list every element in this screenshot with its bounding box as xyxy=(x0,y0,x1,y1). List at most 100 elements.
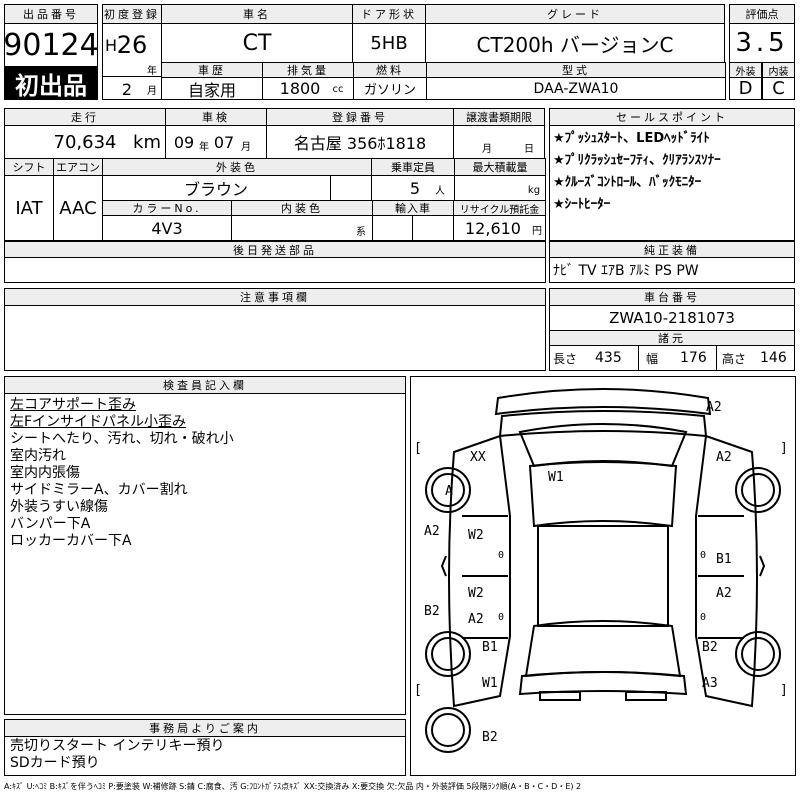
displacement-label: 排気量 xyxy=(262,62,354,78)
score-label: 評価点 xyxy=(729,4,795,24)
mark-b1-right: B1 xyxy=(716,552,732,567)
inspector-notes: 左コアサポート歪み 左Fインサイドパネル小歪み シートへたり、汚れ、切れ・破れ小… xyxy=(10,397,400,550)
mark-a2-left: A2 xyxy=(424,524,440,539)
wheel-rear-left xyxy=(425,631,471,677)
inspection-month: 07 xyxy=(213,132,235,152)
mark-xx: XX xyxy=(470,450,486,465)
model-box xyxy=(426,77,726,100)
inspector-box xyxy=(4,393,406,715)
max-load-label: 最大積載量 xyxy=(454,158,546,176)
caution-box xyxy=(4,305,546,371)
score: 3.5 xyxy=(735,28,789,58)
later-parts-box xyxy=(4,257,546,283)
capacity-label: 乗車定員 xyxy=(371,158,455,176)
car-name-label: 車名 xyxy=(161,4,353,24)
length: 435 xyxy=(595,350,622,366)
equipment-box xyxy=(549,257,795,283)
history-label: 車歴 xyxy=(161,62,263,78)
transfer-label: 譲渡書類期限 xyxy=(453,108,545,126)
svg-text:]: ] xyxy=(780,441,788,456)
mark-a-wheel: A xyxy=(445,484,453,499)
office-note: SDカード預り xyxy=(10,755,100,771)
sales-points-list: ★ﾌﾟｯｼｭｽﾀｰﾄ、LEDﾍｯﾄﾞﾗｲﾄ ★ﾌﾟﾘｸﾗｯｼｭｾｰﾌﾃｨ、ｸﾘｱ… xyxy=(553,128,793,216)
mark-w1-rear: W1 xyxy=(482,676,498,691)
car-roof xyxy=(537,525,669,627)
interior-grade: C xyxy=(772,78,785,99)
fuel-label: 燃料 xyxy=(353,62,427,78)
recycle: 12,610 xyxy=(465,218,521,238)
inspection-label: 車検 xyxy=(165,108,267,126)
capacity-unit: 人 xyxy=(435,185,445,197)
plate: 名古屋 356ﾎ1818 xyxy=(293,134,427,153)
height-label: 高さ xyxy=(722,351,747,366)
color-no-label: カラーNo. xyxy=(102,200,232,216)
inspector-note: ロッカーカバー下A xyxy=(10,533,132,549)
mark-b1-left-wheel: B1 xyxy=(482,640,498,655)
inspector-note: 室内内張傷 xyxy=(10,465,80,481)
later-parts-label: 後日発送部品 xyxy=(4,241,546,258)
ext-color-divider xyxy=(330,175,331,201)
caution-label: 注意事項欄 xyxy=(4,288,546,306)
svg-text:[: [ xyxy=(414,683,422,698)
car-diagram-box xyxy=(410,376,796,776)
office-box xyxy=(4,736,406,776)
inspector-label: 検査員記入欄 xyxy=(4,376,406,394)
svg-text:]: ] xyxy=(780,683,788,698)
ext-color-label: 外装色 xyxy=(102,158,372,176)
mark-b2-rear: B2 xyxy=(482,730,498,745)
inspector-note: バンパー下A xyxy=(10,516,91,532)
width: 176 xyxy=(680,350,707,366)
exterior-label: 外装 xyxy=(729,62,762,78)
mark-a2-right-rear: A2 xyxy=(716,586,732,601)
car-rear-window xyxy=(524,620,682,678)
era: H xyxy=(104,35,118,55)
chassis-label: 車台番号 xyxy=(549,288,795,306)
car-right-side xyxy=(695,434,758,708)
office-notes: 売切りスタート インテリキー預り SDカード預り xyxy=(10,738,400,772)
mark-w1-hood: W1 xyxy=(548,470,564,485)
mark-a3-rear: A3 xyxy=(702,676,718,691)
mileage: 70,634 xyxy=(53,131,117,153)
car-outline-top xyxy=(494,388,712,416)
mark-a2-right-front: A2 xyxy=(716,450,732,465)
plate-label: 登録番号 xyxy=(266,108,454,126)
ext-grade-box xyxy=(729,77,762,100)
mark-a2-left-rear: A2 xyxy=(468,612,484,627)
mark-b2-right-wheel: B2 xyxy=(702,640,718,655)
import-divider xyxy=(412,215,413,241)
sales-point: ★ﾌﾟｯｼｭｽﾀｰﾄ、LEDﾍｯﾄﾞﾗｲﾄ xyxy=(553,131,710,146)
exterior-grade: D xyxy=(738,78,753,99)
shift: IAT xyxy=(15,197,43,219)
shift-label: シフト xyxy=(4,158,54,176)
recycle-label: リサイクル預託金 xyxy=(453,200,546,216)
inspector-note: 室内汚れ xyxy=(10,448,66,464)
mark-zero-right-front: 0 xyxy=(700,550,707,561)
door-shape: 5HB xyxy=(370,32,408,54)
first-reg-divider xyxy=(102,76,162,77)
first-reg-month: 2 xyxy=(121,79,133,99)
legend: A:ｷｽﾞ U:ﾍｺﾐ B:ｷｽﾞを伴うﾍｺﾐ P:要塗装 W:補修跡 S:錆 … xyxy=(4,781,582,791)
mark-zero-left-rear: 0 xyxy=(498,612,505,623)
car-hood xyxy=(528,461,678,528)
office-label: 事務局よりご案内 xyxy=(4,719,406,737)
transfer-month: 月 xyxy=(482,143,492,155)
inspection-month-unit: 月 xyxy=(241,141,251,153)
sales-point: ★ｼｰﾄﾋｰﾀｰ xyxy=(553,197,611,212)
office-note: 売切りスタート インテリキー預り xyxy=(10,738,225,754)
ext-color: ブラウン xyxy=(183,180,248,199)
year-unit: 年 xyxy=(147,65,157,77)
mark-b2-left: B2 xyxy=(424,604,440,619)
displacement-unit: cc xyxy=(332,83,344,95)
mileage-label: 走行 xyxy=(4,108,166,126)
mark-front-right: A2 xyxy=(706,400,722,415)
wheel-rear-right xyxy=(735,631,781,677)
inspector-note: シートへたり、汚れ、切れ・破れ小 xyxy=(10,431,234,447)
lot-label: 出品番号 xyxy=(4,4,98,24)
door-label: ドア形状 xyxy=(352,4,426,24)
ac-label: エアコン xyxy=(53,158,103,176)
mark-w2-left-front: W2 xyxy=(468,528,484,543)
fuel: ガソリン xyxy=(363,83,416,98)
car-rear-deck xyxy=(518,671,688,696)
inspector-note: 左Fインサイドパネル小歪み xyxy=(10,414,187,430)
dims-box xyxy=(549,345,795,371)
